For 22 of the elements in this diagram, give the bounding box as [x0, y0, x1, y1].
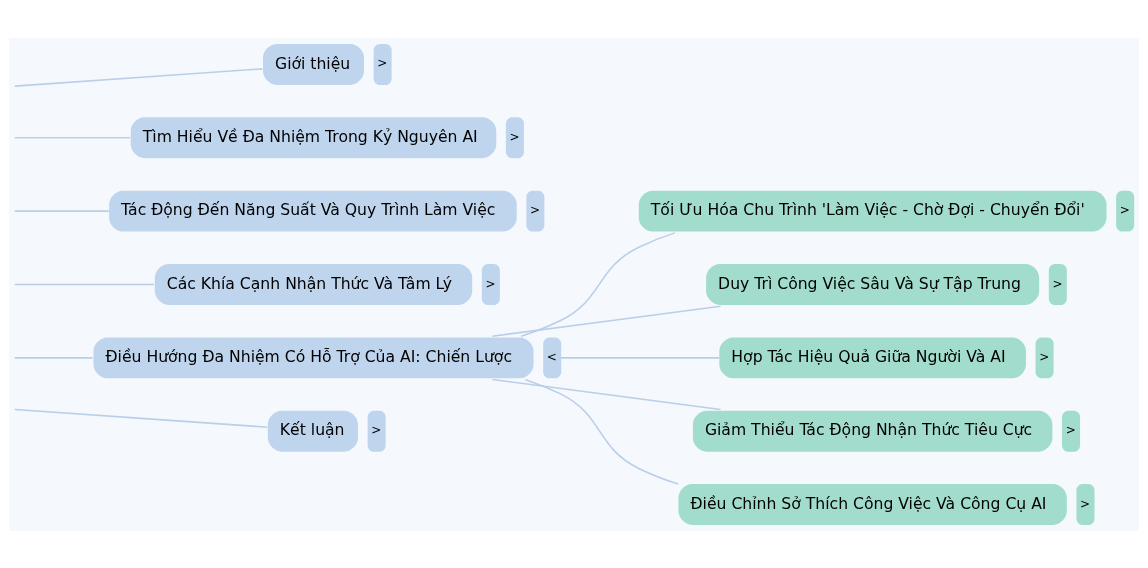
connector: [14, 67, 264, 87]
node-label: >: [371, 422, 382, 437]
connector: [14, 356, 94, 359]
connector: [14, 209, 110, 212]
node-label: >: [509, 129, 520, 144]
connector: [491, 378, 722, 410]
connector: [14, 136, 131, 139]
node-label: <: [546, 349, 557, 364]
connector: [524, 378, 680, 485]
connector: [491, 304, 722, 337]
node-label: >: [1119, 202, 1130, 217]
connector: [14, 283, 155, 285]
connector: [559, 356, 720, 359]
node-label: >: [1052, 276, 1063, 291]
connector: [520, 231, 676, 337]
node-label: >: [377, 55, 388, 70]
connector: [14, 408, 269, 428]
node-label: >: [485, 276, 496, 291]
node-label: >: [1080, 496, 1091, 511]
node-label: >: [1039, 349, 1050, 364]
node-label: >: [1065, 422, 1076, 437]
node-label: >: [529, 202, 541, 217]
